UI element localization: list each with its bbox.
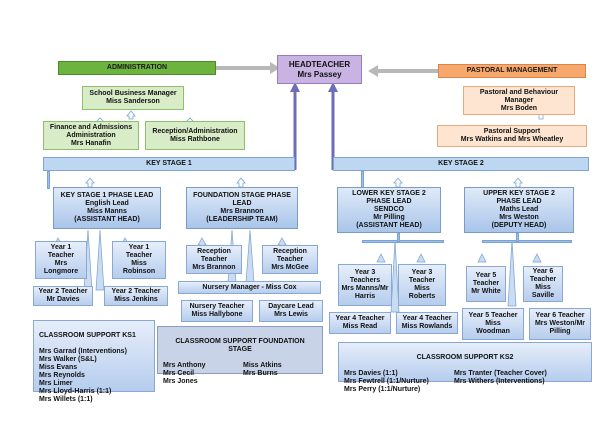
key-stage-2-bar: KEY STAGE 2	[333, 157, 589, 171]
classroom-support-ks2-box: CLASSROOM SUPPORT KS2 Mrs Davies (1:1) M…	[338, 342, 592, 393]
year5-teacher-woodman: Year 5 Teacher Miss Woodman	[462, 308, 524, 340]
nursery-teacher-box: Nursery Teacher Miss Hallybone	[181, 300, 253, 322]
support-fs-col1: Mrs Anthony Mrs Cecil Mrs Jones	[163, 362, 206, 385]
uks2-phase-lead-box: UPPER KEY STAGE 2 PHASE LEAD Maths Lead …	[464, 187, 574, 233]
connector	[397, 233, 400, 242]
pastoral-behaviour-box: Pastoral and Behaviour Manager Mrs Boden	[463, 86, 575, 115]
year3-teachers-manns-harris: Year 3 Teachers Mrs Manns/Mr Harris	[338, 264, 392, 306]
support-ks2-col2: Mrs Tranter (Teacher Cover) Mrs Withers …	[454, 370, 547, 385]
connector	[516, 233, 519, 242]
year6-teacher-saville: Year 6 Teacher Miss Saville	[523, 266, 563, 302]
year4-teacher-read: Year 4 Teacher Miss Read	[329, 312, 391, 334]
support-ks2-title: CLASSROOM SUPPORT KS2	[416, 354, 514, 361]
year4-teacher-rowlands: Year 4 Teacher Miss Rowlands	[396, 312, 458, 334]
key-stage-1-bar: KEY STAGE 1	[43, 157, 295, 171]
lks2-phase-lead-box: LOWER KEY STAGE 2 PHASE LEAD SENDCO Mr P…	[337, 187, 441, 233]
reception-admin-box: Reception/Administration Miss Rathbone	[145, 121, 245, 150]
pastoral-to-head-arrow	[368, 65, 438, 77]
year3-teacher-roberts: Year 3 Teacher Miss Roberts	[398, 264, 446, 306]
reception-teacher-brannon: Reception Teacher Mrs Brannon	[186, 245, 242, 274]
support-ks1-title: CLASSROOM SUPPORT KS1	[39, 332, 136, 339]
connector	[362, 240, 444, 243]
year5-teacher-white: Year 5 Teacher Mr White	[466, 266, 506, 302]
headteacher-box: HEADTEACHER Mrs Passey	[277, 55, 362, 84]
pastoral-management-header: PASTORAL MANAGEMENT	[438, 64, 586, 78]
support-ks2-col1: Mrs Davies (1:1) Mrs Fewtrell (1:1/Nurtu…	[344, 370, 429, 393]
year1-teacher-robinson: Year 1 Teacher Miss Robinson	[112, 241, 166, 279]
head-to-ks2-arrow	[328, 82, 338, 170]
classroom-support-ks1-box: CLASSROOM SUPPORT KS1 Mrs Garrad (Interv…	[33, 320, 155, 403]
year1-teacher-longmore: Year 1 Teacher Mrs Longmore	[35, 241, 87, 279]
staff-arrows	[53, 229, 542, 313]
reception-teacher-mcgee: Reception Teacher Mrs McGee	[262, 245, 318, 274]
admin-to-head-arrow	[216, 62, 280, 74]
business-manager-box: School Business Manager Miss Sanderson	[82, 86, 184, 110]
foundation-phase-lead-box: FOUNDATION STAGE PHASE LEAD Mrs Brannon …	[186, 187, 298, 229]
nursery-manager-box: Nursery Manager - Miss Cox	[178, 281, 321, 294]
support-ks1-list: Mrs Garrad (Interventions) Mrs Walker (S…	[39, 348, 127, 403]
classroom-support-foundation-box: CLASSROOM SUPPORT FOUNDATION STAGE Mrs A…	[157, 326, 323, 385]
connector	[482, 240, 572, 243]
pastoral-support-box: Pastoral Support Mrs Watkins and Mrs Whe…	[437, 125, 587, 147]
connector	[47, 171, 50, 189]
year6-teacher-weston-pilling: Year 6 Teacher Mrs Weston/Mr Pilling	[529, 308, 591, 340]
year2-teacher-jenkins: Year 2 Teacher Miss Jenkins	[104, 286, 168, 306]
support-fs-col2: Miss Atkins Mrs Burns	[243, 362, 282, 377]
support-fs-title: CLASSROOM SUPPORT FOUNDATION STAGE	[175, 338, 305, 353]
year2-teacher-davies: Year 2 Teacher Mr Davies	[33, 286, 93, 306]
daycare-lead-box: Daycare Lead Mrs Lewis	[259, 300, 323, 322]
head-to-ks1-arrow	[290, 82, 300, 170]
ks1-phase-lead-box: KEY STAGE 1 PHASE LEAD English Lead Miss…	[53, 187, 161, 229]
administration-header: ADMINISTRATION	[58, 61, 216, 75]
finance-admissions-box: Finance and Admissions Administration Mr…	[43, 121, 139, 150]
